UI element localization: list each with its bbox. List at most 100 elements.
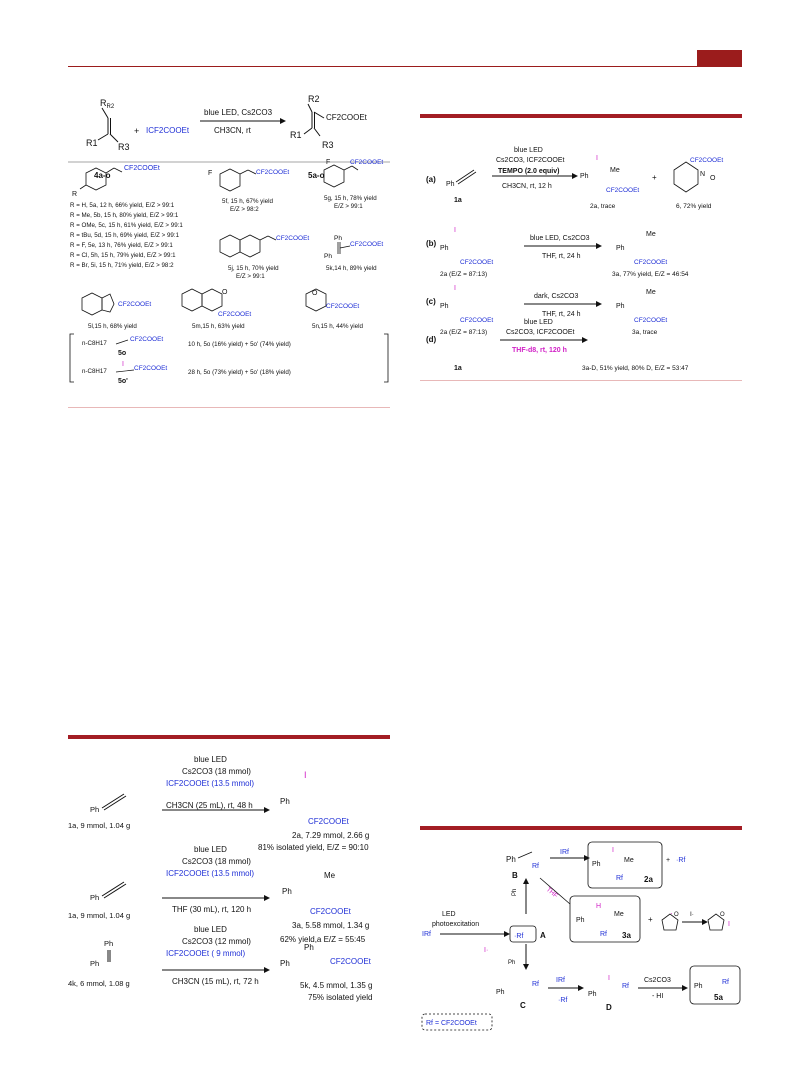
left-rule	[68, 407, 390, 408]
svg-text:B: B	[512, 871, 518, 880]
svg-text:dark, Cs2CO3: dark, Cs2CO3	[534, 293, 578, 300]
box-2a	[587, 841, 663, 889]
svg-text:F: F	[326, 159, 330, 166]
svg-text:R1: R1	[290, 130, 302, 140]
svg-text:ICF2COOEt ( 9 mmol): ICF2COOEt ( 9 mmol)	[166, 949, 245, 958]
label-5o-row1: 10 h, 5o (16% yield) + 5o' (74% yield)	[188, 341, 291, 348]
svg-text:photoexcitation: photoexcitation	[432, 921, 479, 928]
section-bar-right-top	[420, 114, 742, 118]
svg-text:81% isolated yield, E/Z = 90:1: 81% isolated yield, E/Z = 90:10	[258, 843, 369, 852]
svg-text:5o': 5o'	[118, 378, 128, 385]
svg-text:Rf: Rf	[722, 979, 729, 986]
svg-text:(b): (b)	[426, 239, 437, 248]
svg-text:Ph: Ph	[446, 181, 455, 188]
section-bar-right-bottom	[420, 826, 742, 830]
svg-text:F: F	[208, 170, 212, 177]
svg-text:IRf: IRf	[556, 977, 565, 984]
right-rule	[420, 380, 742, 381]
row-5h: R = Cl, 5h, 15 h, 79% yield, E/Z > 99:1	[70, 252, 176, 259]
svg-text:2a (E/Z = 87:13): 2a (E/Z = 87:13)	[440, 329, 487, 336]
svg-text:3a-D, 51% yield, 80% D, E/Z =: 3a-D, 51% yield, 80% D, E/Z = 53:47	[582, 365, 689, 372]
svg-text:Rf: Rf	[532, 981, 539, 988]
svg-text:Ph: Ph	[324, 253, 332, 260]
svg-text:1a, 9 mmol, 1.04 g: 1a, 9 mmol, 1.04 g	[68, 911, 130, 920]
svg-text:I: I	[454, 285, 456, 292]
svg-text:I·: I·	[690, 911, 694, 918]
svg-text:Cs2CO3, ICF2COOEt: Cs2CO3, ICF2COOEt	[496, 157, 565, 164]
svg-text:O: O	[720, 912, 725, 918]
svg-text:5k, 4.5 mmol, 1.35 g: 5k, 4.5 mmol, 1.35 g	[300, 981, 372, 990]
svg-text:·Rf: ·Rf	[514, 933, 523, 940]
label-5f: 5f, 15 h, 67% yield	[222, 198, 273, 205]
svg-text:CF2COOEt: CF2COOEt	[460, 259, 493, 266]
svg-text:CF2COOEt: CF2COOEt	[118, 301, 151, 308]
svg-text:+: +	[134, 126, 139, 136]
row-5c: R = OMe, 5c, 15 h, 61% yield, E/Z > 99:1	[70, 222, 183, 229]
struct-5f	[219, 168, 257, 192]
svg-text:+: +	[652, 173, 657, 182]
svg-text:I: I	[728, 921, 730, 928]
row-5e: R = F, 5e, 13 h, 76% yield, E/Z > 99:1	[70, 242, 173, 249]
svg-text:Me: Me	[646, 231, 656, 238]
svg-text:75% isolated yield: 75% isolated yield	[308, 993, 372, 1002]
svg-text:Ph: Ph	[506, 855, 516, 864]
svg-text:E/Z > 99:1: E/Z > 99:1	[236, 273, 265, 280]
svg-text:2a: 2a	[644, 875, 653, 884]
svg-text:(d): (d)	[426, 335, 437, 344]
svg-text:THF: THF	[545, 886, 559, 900]
svg-text:Me: Me	[324, 871, 336, 880]
svg-text:Ph: Ph	[440, 303, 449, 310]
r3-label: R3	[118, 142, 130, 152]
svg-text:5o: 5o	[118, 350, 126, 357]
svg-text:blue LED: blue LED	[194, 755, 227, 764]
label-5j: 5j, 15 h, 70% yield	[228, 265, 279, 272]
svg-text:CF2COOEt: CF2COOEt	[690, 157, 723, 164]
svg-text:I: I	[612, 847, 614, 854]
svg-text:Ph: Ph	[334, 235, 342, 242]
svg-text:Ph: Ph	[694, 983, 703, 990]
svg-text:O: O	[710, 175, 716, 182]
svg-text:O: O	[674, 912, 679, 918]
svg-text:O: O	[222, 289, 228, 296]
svg-text:1a, 9 mmol, 1.04 g: 1a, 9 mmol, 1.04 g	[68, 821, 130, 830]
box-3a	[569, 895, 641, 943]
svg-text:2a, 7.29 mmol, 2.66 g: 2a, 7.29 mmol, 2.66 g	[292, 831, 369, 840]
box-5a	[689, 965, 741, 1005]
label-5k: 5k,14 h, 89% yield	[326, 265, 377, 272]
svg-text:3a: 3a	[622, 931, 631, 940]
svg-text:CF2COOEt: CF2COOEt	[276, 235, 309, 242]
svg-text:Cs2CO3 (18 mmol): Cs2CO3 (18 mmol)	[182, 767, 251, 776]
rf-definition-box	[421, 1013, 493, 1031]
svg-text:CF2COOEt: CF2COOEt	[256, 169, 289, 176]
svg-text:Me: Me	[610, 167, 620, 174]
svg-text:Me: Me	[646, 289, 656, 296]
svg-text:Ph: Ph	[90, 959, 99, 968]
svg-text:Rf: Rf	[600, 931, 607, 938]
svg-text:1a: 1a	[454, 365, 462, 372]
svg-text:IRf: IRf	[560, 849, 569, 856]
svg-text:CF2COOEt: CF2COOEt	[350, 159, 383, 166]
header-rule	[68, 66, 742, 67]
svg-text:2a (E/Z = 87:13): 2a (E/Z = 87:13)	[440, 271, 487, 278]
mechanism-scheme: Ph Rf B IRf I Ph Me Rf 2a +·Rf THF H Ph …	[421, 841, 741, 1031]
row-5d: R = tBu, 5d, 15 h, 69% yield, E/Z > 99:1	[70, 232, 180, 239]
svg-text:2a, trace: 2a, trace	[590, 203, 616, 210]
svg-text:IRf: IRf	[422, 931, 431, 938]
svg-text:Ph: Ph	[440, 245, 449, 252]
r1-label: R1	[86, 138, 98, 148]
svg-text:Ph: Ph	[282, 887, 292, 896]
svg-text:THF (30 mL), rt, 120 h: THF (30 mL), rt, 120 h	[172, 905, 251, 914]
svg-text:Ph: Ph	[512, 889, 518, 896]
svg-text:Rf: Rf	[622, 983, 629, 990]
svg-text:N: N	[700, 171, 705, 178]
svg-text:CF2COOEt: CF2COOEt	[460, 317, 493, 324]
svg-text:CH3CN (25 mL), rt, 48 h: CH3CN (25 mL), rt, 48 h	[166, 801, 253, 810]
scope-cf2: CF2COOEt	[124, 165, 160, 172]
svg-text:Ph: Ph	[90, 805, 99, 814]
svg-text:+: +	[648, 915, 653, 924]
svg-text:3a, trace: 3a, trace	[632, 329, 658, 336]
svg-text:Ph: Ph	[304, 943, 314, 952]
label-5o-row2: 28 h, 5o (73% yield) + 5o' (18% yield)	[188, 369, 291, 376]
svg-text:R2: R2	[308, 94, 320, 104]
aryl-scope-structure	[79, 167, 123, 191]
